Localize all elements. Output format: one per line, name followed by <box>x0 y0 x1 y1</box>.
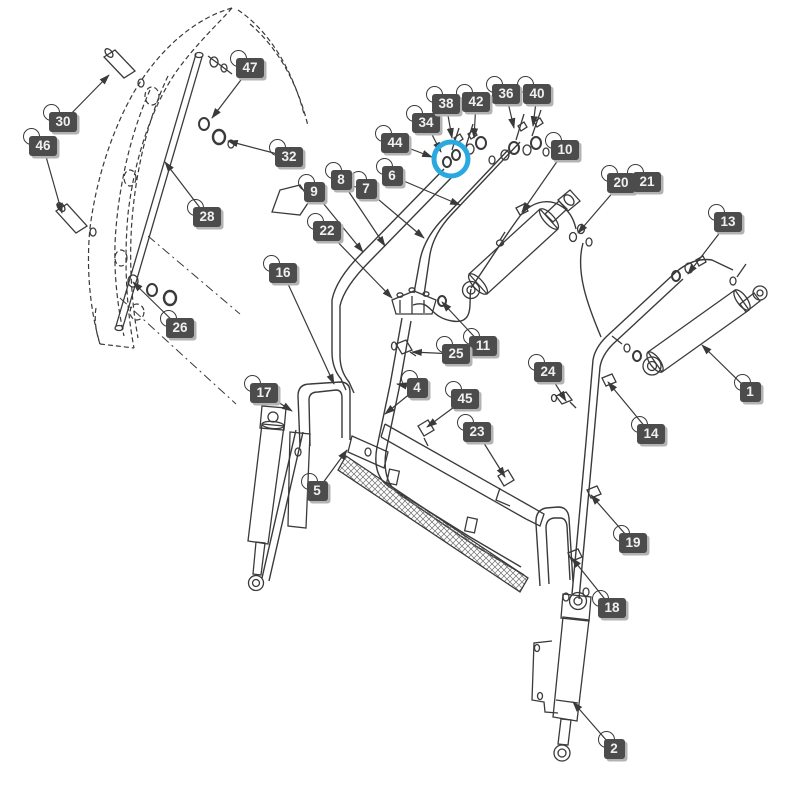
part-badge-21[interactable]: 21 <box>627 164 661 192</box>
part-badge-19[interactable]: 19 <box>613 525 647 553</box>
part-badge-28[interactable]: 28 <box>187 199 221 227</box>
part-badge-13[interactable]: 13 <box>708 204 742 232</box>
construction-lines <box>119 235 241 405</box>
part-badge-46[interactable]: 46 <box>23 128 57 156</box>
part-badge-42[interactable]: 42 <box>456 84 490 112</box>
part-badge-2[interactable]: 2 <box>597 731 625 759</box>
part-badge-34[interactable]: 34 <box>406 105 440 133</box>
part-badge-1[interactable]: 1 <box>733 374 761 402</box>
part-badge-25[interactable]: 25 <box>436 336 470 364</box>
part-badge-26[interactable]: 26 <box>160 310 194 338</box>
boom-arm-hidden-outline <box>87 7 309 349</box>
leader-line-16 <box>282 272 335 385</box>
part-badge-30[interactable]: 30 <box>43 104 77 132</box>
part-badge-4[interactable]: 4 <box>400 370 428 398</box>
highlight-circle-part-44 <box>431 139 471 179</box>
bottom-cylinder <box>531 587 592 762</box>
part-badge-6[interactable]: 6 <box>375 158 403 186</box>
part-badge-22[interactable]: 22 <box>307 213 341 241</box>
part-badge-20[interactable]: 20 <box>601 165 635 193</box>
right-lift-cylinder <box>611 263 768 376</box>
part-badge-16[interactable]: 16 <box>263 255 297 283</box>
part-badge-44[interactable]: 44 <box>375 125 409 153</box>
leader-line-10 <box>521 149 566 213</box>
part-badge-18[interactable]: 18 <box>592 590 626 618</box>
part-badge-45[interactable]: 45 <box>445 381 479 409</box>
frame-crossmember <box>337 419 545 593</box>
left-cylinder <box>247 405 311 592</box>
part-badge-5[interactable]: 5 <box>300 473 328 501</box>
part-badge-38[interactable]: 38 <box>426 86 460 114</box>
part-badge-7[interactable]: 7 <box>349 171 377 199</box>
leader-line-8 <box>340 179 386 247</box>
part-badge-47[interactable]: 47 <box>230 50 264 78</box>
part-badge-40[interactable]: 40 <box>517 76 551 104</box>
leader-line-46 <box>42 145 63 214</box>
leader-line-6 <box>391 175 461 206</box>
leader-line-22 <box>326 230 393 299</box>
part-badge-14[interactable]: 14 <box>631 416 665 444</box>
part-badge-8[interactable]: 8 <box>324 162 352 190</box>
part-badge-24[interactable]: 24 <box>528 354 562 382</box>
part-badge-17[interactable]: 17 <box>244 375 278 403</box>
part-badge-9[interactable]: 9 <box>297 174 325 202</box>
part-badge-10[interactable]: 10 <box>545 132 579 160</box>
part-badge-11[interactable]: 11 <box>463 328 497 356</box>
bucket-cylinder <box>461 189 593 300</box>
part-badge-36[interactable]: 36 <box>486 76 520 104</box>
part-badge-23[interactable]: 23 <box>457 414 491 442</box>
part-badge-32[interactable]: 32 <box>269 139 303 167</box>
